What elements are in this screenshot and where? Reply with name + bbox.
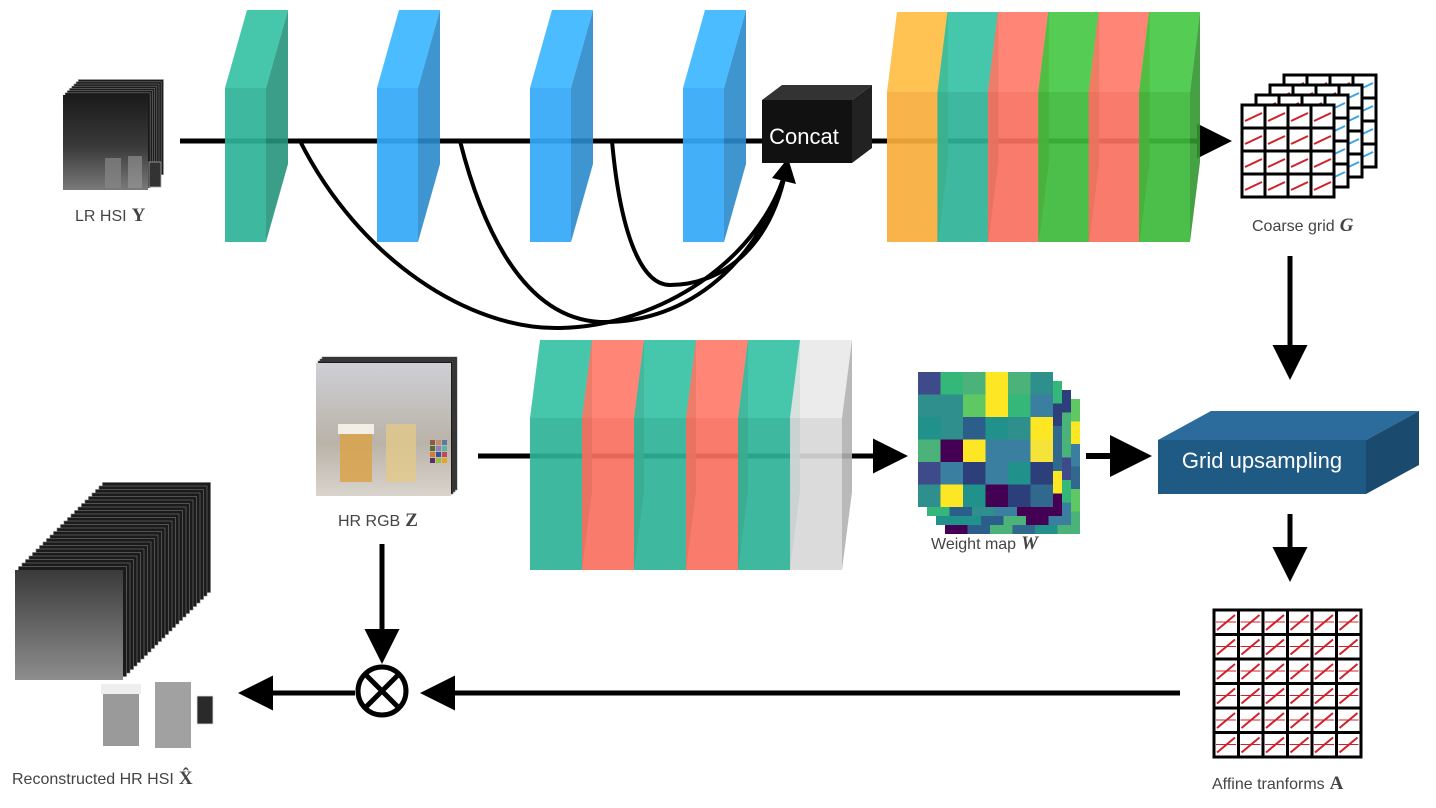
- true: [530, 10, 593, 242]
- false: [225, 10, 288, 242]
- false: [377, 10, 440, 242]
- hr-rgb-image: [316, 356, 458, 496]
- concat-block: Concat: [762, 85, 872, 163]
- weight-net-blocks: [530, 340, 852, 570]
- decoder-blocks: [887, 12, 1200, 242]
- undefined: [790, 340, 852, 570]
- weight-map-icon: [918, 372, 1080, 534]
- grid-upsampling-block: Grid upsampling: [1158, 411, 1419, 494]
- undefined: [582, 340, 644, 570]
- reconstructed-hr-hsi-image: [15, 482, 214, 748]
- concat-arrowhead: [772, 158, 796, 184]
- concat-label: Concat: [769, 124, 839, 149]
- undefined: [987, 12, 1049, 242]
- undefined: [887, 12, 948, 242]
- skip-connections: [298, 140, 788, 331]
- false: [683, 10, 746, 242]
- affine-transforms-grid: [1212, 608, 1363, 759]
- encoder-blocks: [225, 10, 746, 242]
- undefined: [1139, 12, 1200, 242]
- coarse-grid-icon: [1240, 73, 1378, 199]
- undefined: [530, 340, 592, 570]
- lr-hsi-image: [63, 79, 164, 190]
- grid-upsampling-label: Grid upsampling: [1182, 448, 1342, 473]
- multiply-operator-icon: [355, 664, 409, 718]
- undefined: [738, 340, 800, 570]
